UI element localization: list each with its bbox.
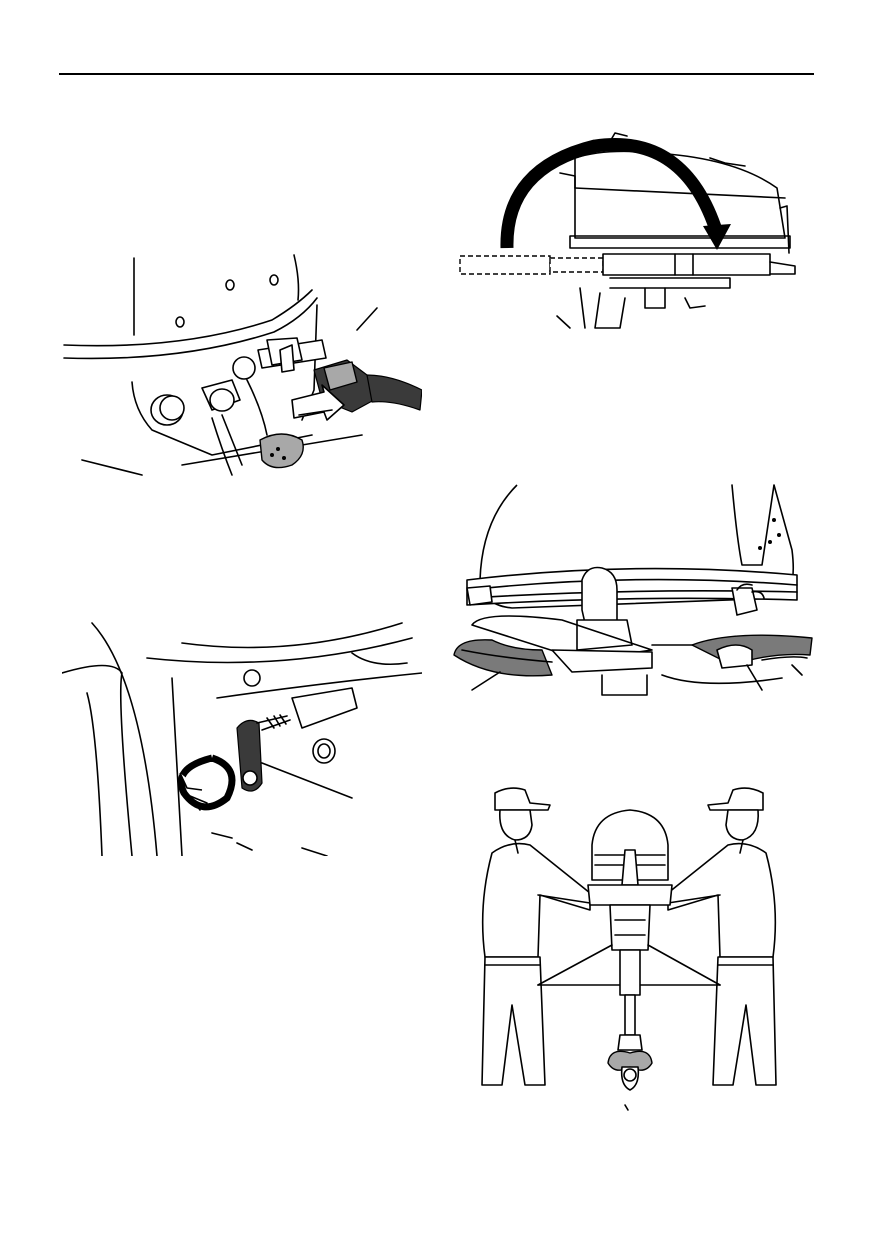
- two-person-lift-illustration: [481, 787, 777, 1111]
- tiller-swing-figure: [455, 128, 815, 338]
- two-person-carry-figure: [470, 785, 788, 1115]
- clamp-screw-illustration: [62, 622, 422, 856]
- connector-unplug-illustration: [63, 254, 422, 476]
- carry-handle-illustration: [453, 484, 813, 696]
- connector-unplug-figure: [62, 250, 422, 485]
- carry-handles-figure: [452, 480, 817, 700]
- clamp-screw-figure: [62, 618, 422, 856]
- tiller-swing-illustration: [459, 132, 796, 329]
- header-rule: [59, 73, 814, 75]
